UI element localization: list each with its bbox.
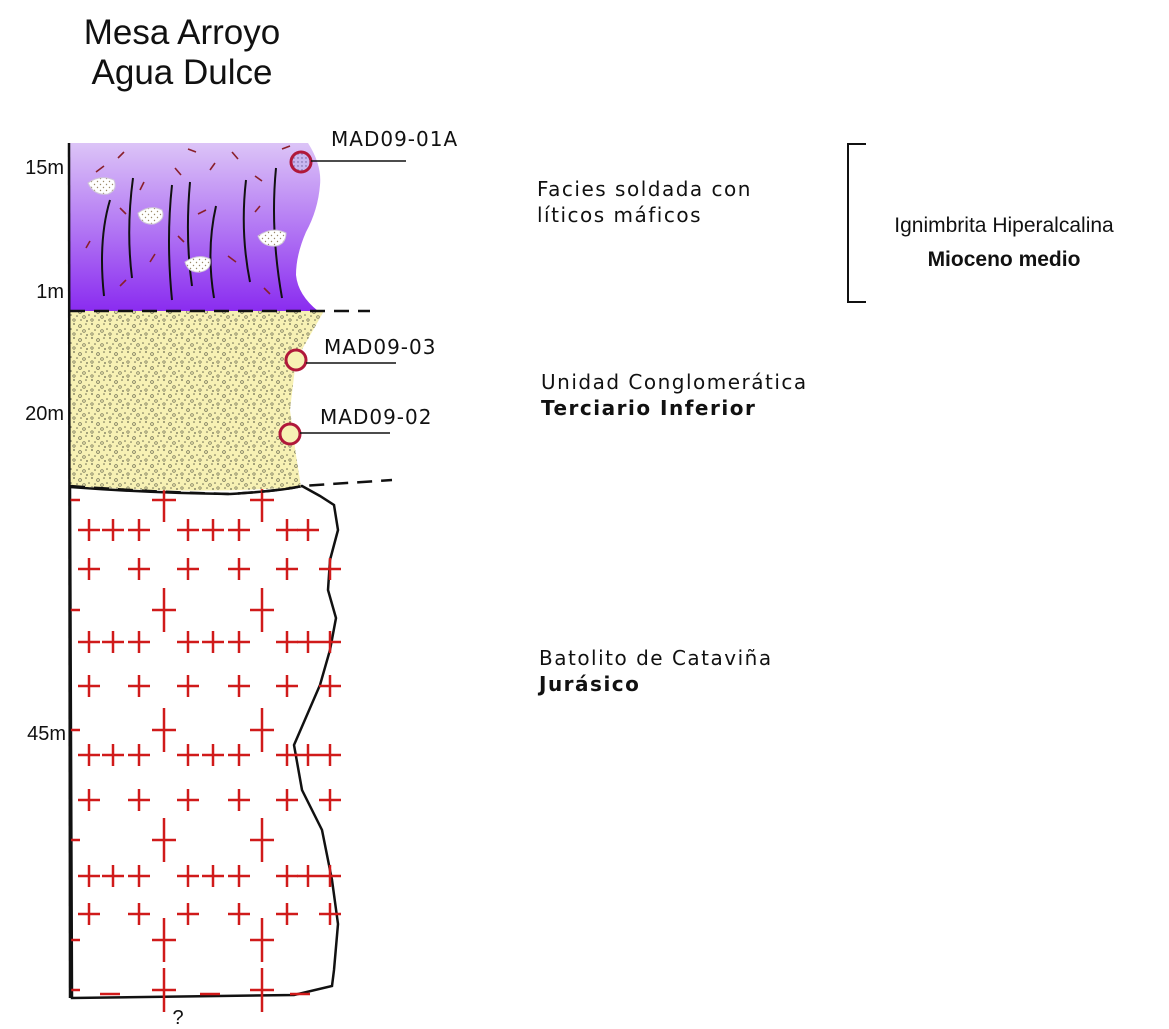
depth-label-15m: 15m — [25, 157, 64, 179]
ignimbrite-bracket — [848, 144, 866, 302]
ignimbrite-facies-line-1: Facies soldada con — [537, 177, 752, 201]
title-line-1: Mesa Arroyo — [84, 13, 280, 52]
sample-label-mad09-01a: MAD09-01A — [331, 127, 458, 151]
sample-marker-mad09-01a — [291, 152, 406, 172]
batholith-unit-age: Jurásico — [537, 672, 640, 696]
ignimbrite-facies-line-2: líticos máficos — [537, 203, 702, 227]
batholith-layer — [70, 478, 341, 1012]
title-line-2: Agua Dulce — [92, 53, 273, 92]
depth-label-1m: 1m — [36, 281, 64, 303]
depth-label-20m: 20m — [25, 403, 64, 425]
bottom-unknown-mark: ? — [172, 1007, 183, 1029]
conglomerate-unit-name: Unidad Conglomerática — [541, 370, 808, 394]
sample-label-mad09-03: MAD09-03 — [324, 335, 436, 359]
depth-label-45m: 45m — [27, 723, 66, 745]
conglomerate-unit-age: Terciario Inferior — [541, 396, 756, 420]
ignimbrite-group-name: Ignimbrita Hiperalcalina — [894, 214, 1114, 237]
column-left-edge — [69, 143, 70, 998]
sample-label-mad09-02: MAD09-02 — [320, 405, 432, 429]
conglomerate-layer — [70, 311, 324, 491]
ignimbrite-group-age: Mioceno medio — [928, 248, 1081, 271]
ignimbrite-layer — [70, 143, 320, 311]
batholith-unit-name: Batolito de Cataviña — [539, 646, 773, 670]
